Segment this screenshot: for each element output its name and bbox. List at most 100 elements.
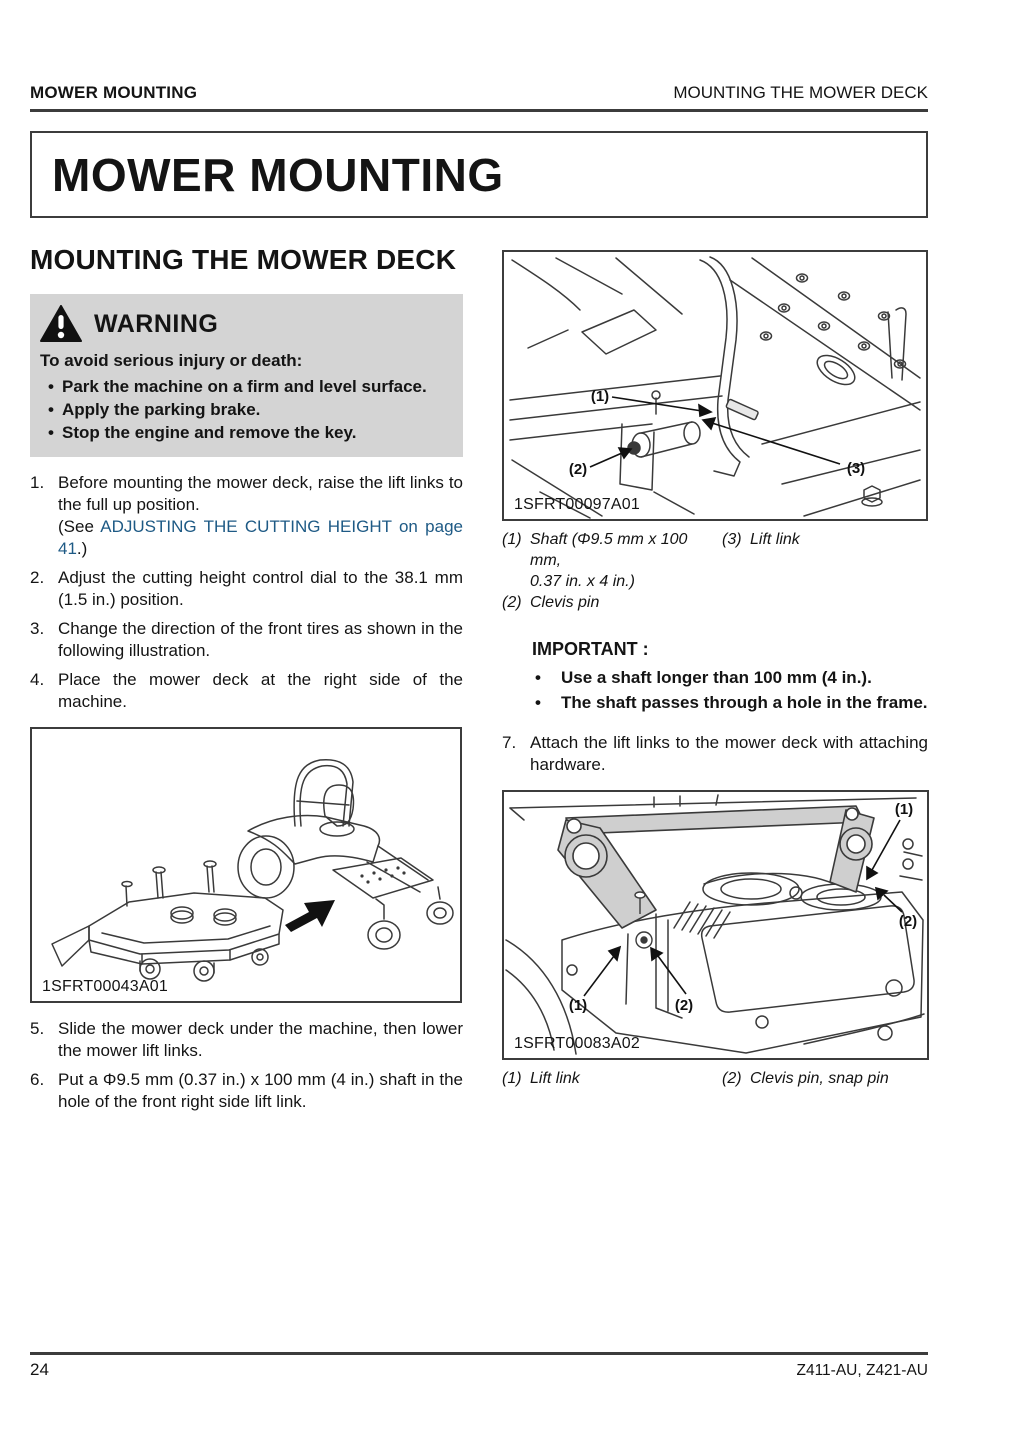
step-see-note: (See ADJUSTING THE CUTTING HEIGHT on pag… xyxy=(58,516,463,560)
step-text: Change the direction of the front tires … xyxy=(58,619,463,660)
step-item-3: 3. Change the direction of the front tir… xyxy=(30,618,463,662)
warning-box: WARNING To avoid serious injury or death… xyxy=(30,294,463,457)
page-number: 24 xyxy=(30,1360,49,1379)
step-number: 3. xyxy=(30,619,45,638)
step-body: Adjust the cutting height control dial t… xyxy=(58,567,463,611)
bullet-marker: • xyxy=(48,423,54,442)
warning-bullet: • Park the machine on a firm and level s… xyxy=(40,376,451,397)
figure-label-2-right: (2) xyxy=(899,913,917,930)
warning-bullet-text: Park the machine on a firm and level sur… xyxy=(62,377,427,396)
step-body: Before mounting the mower deck, raise th… xyxy=(58,472,463,560)
gray-lift-links xyxy=(557,805,875,929)
step-body: Attach the lift links to the mower deck … xyxy=(530,732,928,776)
chapter-title: MOWER MOUNTING xyxy=(52,148,504,201)
step-text: Slide the mower deck under the machine, … xyxy=(58,1019,463,1060)
step-item-7: 7. Attach the lift links to the mower de… xyxy=(502,732,928,776)
legend-item-2: (2) Clevis pin, snap pin xyxy=(722,1068,928,1089)
figure-label-2-left: (2) xyxy=(675,997,693,1014)
warning-triangle-icon xyxy=(40,305,82,343)
step-item-1: 1. Before mounting the mower deck, raise… xyxy=(30,472,463,560)
legend-text: Lift link xyxy=(750,531,800,548)
figure-liftlink-attach: (1) (2) (1) (2) 1SFRT00083A02 xyxy=(502,790,929,1060)
step-body: Change the direction of the front tires … xyxy=(58,618,463,662)
see-suffix: .) xyxy=(76,539,88,558)
adjusting-cutting-height-link[interactable]: ADJUSTING THE CUTTING HEIGHT on page 41 xyxy=(58,517,463,558)
step-number: 6. xyxy=(30,1070,45,1089)
legend-column-left: (1) Lift link xyxy=(502,1068,722,1089)
step-text: Place the mower deck at the right side o… xyxy=(58,670,463,711)
leader-lines xyxy=(583,819,903,997)
figure-shaft-install: (1) (2) (3) 1SFRT00097A01 xyxy=(502,250,928,521)
legend-text: Lift link xyxy=(530,1070,580,1087)
step-body: Put a Φ9.5 mm (0.37 in.) x 100 mm (4 in.… xyxy=(58,1069,463,1113)
important-bullet: • Use a shaft longer than 100 mm (4 in.)… xyxy=(532,667,928,689)
step-text: Put a Φ9.5 mm (0.37 in.) x 100 mm (4 in.… xyxy=(58,1070,463,1111)
legend-text: Clevis pin, snap pin xyxy=(750,1070,889,1087)
legend-shaft: (1) Shaft (Φ9.5 mm x 100 mm, 0.37 in. x … xyxy=(502,529,928,613)
right-column: (1) (2) (3) 1SFRT00097A01 (1) Shaft (Φ9.… xyxy=(502,240,929,1120)
see-prefix: (See xyxy=(58,517,101,536)
important-block: IMPORTANT : • Use a shaft longer than 10… xyxy=(532,639,928,714)
legend-column-right: (2) Clevis pin, snap pin xyxy=(722,1068,928,1089)
bullet-marker: • xyxy=(535,668,541,687)
legend-item-2: (2) Clevis pin xyxy=(502,592,722,613)
chapter-title-box: MOWER MOUNTING xyxy=(30,131,928,218)
mower-and-deck-illustration xyxy=(51,758,454,982)
legend-number: (2) xyxy=(722,1070,742,1087)
legend-column-left: (1) Shaft (Φ9.5 mm x 100 mm, 0.37 in. x … xyxy=(502,529,722,613)
direction-arrow xyxy=(285,900,335,932)
step-item-4: 4. Place the mower deck at the right sid… xyxy=(30,669,463,713)
important-bullet-text: Use a shaft longer than 100 mm (4 in.). xyxy=(561,668,872,687)
important-bullet-text: The shaft passes through a hole in the f… xyxy=(561,693,928,712)
legend-number: (1) xyxy=(502,531,522,548)
step-item-2: 2. Adjust the cutting height control dia… xyxy=(30,567,463,611)
warning-bullet: • Apply the parking brake. xyxy=(40,399,451,420)
figure-label-1-left: (1) xyxy=(569,997,587,1014)
step-item-5: 5. Slide the mower deck under the machin… xyxy=(30,1018,463,1062)
step-number: 4. xyxy=(30,670,45,689)
running-header-right: MOUNTING THE MOWER DECK xyxy=(673,83,928,102)
important-bullet: • The shaft passes through a hole in the… xyxy=(532,692,928,714)
model-codes: Z411-AU, Z421-AU xyxy=(796,1362,928,1379)
step-body: Slide the mower deck under the machine, … xyxy=(58,1018,463,1062)
figure-caption: 1SFRT00097A01 xyxy=(514,496,640,513)
section-heading: MOUNTING THE MOWER DECK xyxy=(30,244,457,275)
footboard-dots xyxy=(360,866,406,884)
footer-rule xyxy=(30,1352,928,1355)
legend-item-1: (1) Lift link xyxy=(502,1068,722,1089)
warning-bullet: • Stop the engine and remove the key. xyxy=(40,422,451,443)
warning-bullet-text: Stop the engine and remove the key. xyxy=(62,423,357,442)
legend-number: (3) xyxy=(722,531,742,548)
step-number: 2. xyxy=(30,568,45,587)
steps-1-4: 1. Before mounting the mower deck, raise… xyxy=(30,472,463,713)
legend-text: Shaft (Φ9.5 mm x 100 mm, 0.37 in. x 4 in… xyxy=(530,529,722,592)
legend-liftlink: (1) Lift link (2) Clevis pin, snap pin xyxy=(502,1068,928,1089)
legend-number: (1) xyxy=(502,1070,522,1087)
legend-item-1: (1) Shaft (Φ9.5 mm x 100 mm, 0.37 in. x … xyxy=(502,529,722,592)
figure-caption: 1SFRT00083A02 xyxy=(514,1035,640,1052)
step-number: 7. xyxy=(502,733,517,752)
bullet-marker: • xyxy=(48,400,54,419)
running-header-left: MOWER MOUNTING xyxy=(30,83,198,102)
figure-label-2: (2) xyxy=(569,461,587,478)
steps-5-6: 5. Slide the mower deck under the machin… xyxy=(30,1018,463,1113)
legend-number: (2) xyxy=(502,594,522,611)
left-column: MOUNTING THE MOWER DECK WARNING To avoid… xyxy=(30,240,463,1120)
legend-line: Shaft (Φ9.5 mm x 100 mm, xyxy=(530,531,688,569)
step-number: 1. xyxy=(30,473,45,492)
warning-header: WARNING xyxy=(40,305,451,343)
warning-label: WARNING xyxy=(94,309,219,338)
clevis-pin-detail xyxy=(634,891,653,949)
figure-deck-placement: 1SFRT00043A01 xyxy=(30,727,462,1003)
legend-column-right: (3) Lift link xyxy=(722,529,928,613)
shaft-install-illustration: (1) (2) (3) xyxy=(509,256,921,519)
legend-item-3: (3) Lift link xyxy=(722,529,928,550)
bullet-marker: • xyxy=(535,693,541,712)
header-rule xyxy=(30,109,928,112)
legend-text: Clevis pin xyxy=(530,594,600,611)
figure-caption: 1SFRT00043A01 xyxy=(42,978,168,995)
step-body: Place the mower deck at the right side o… xyxy=(58,669,463,713)
step-text: Before mounting the mower deck, raise th… xyxy=(58,473,463,514)
figure-label-1: (1) xyxy=(591,388,609,405)
